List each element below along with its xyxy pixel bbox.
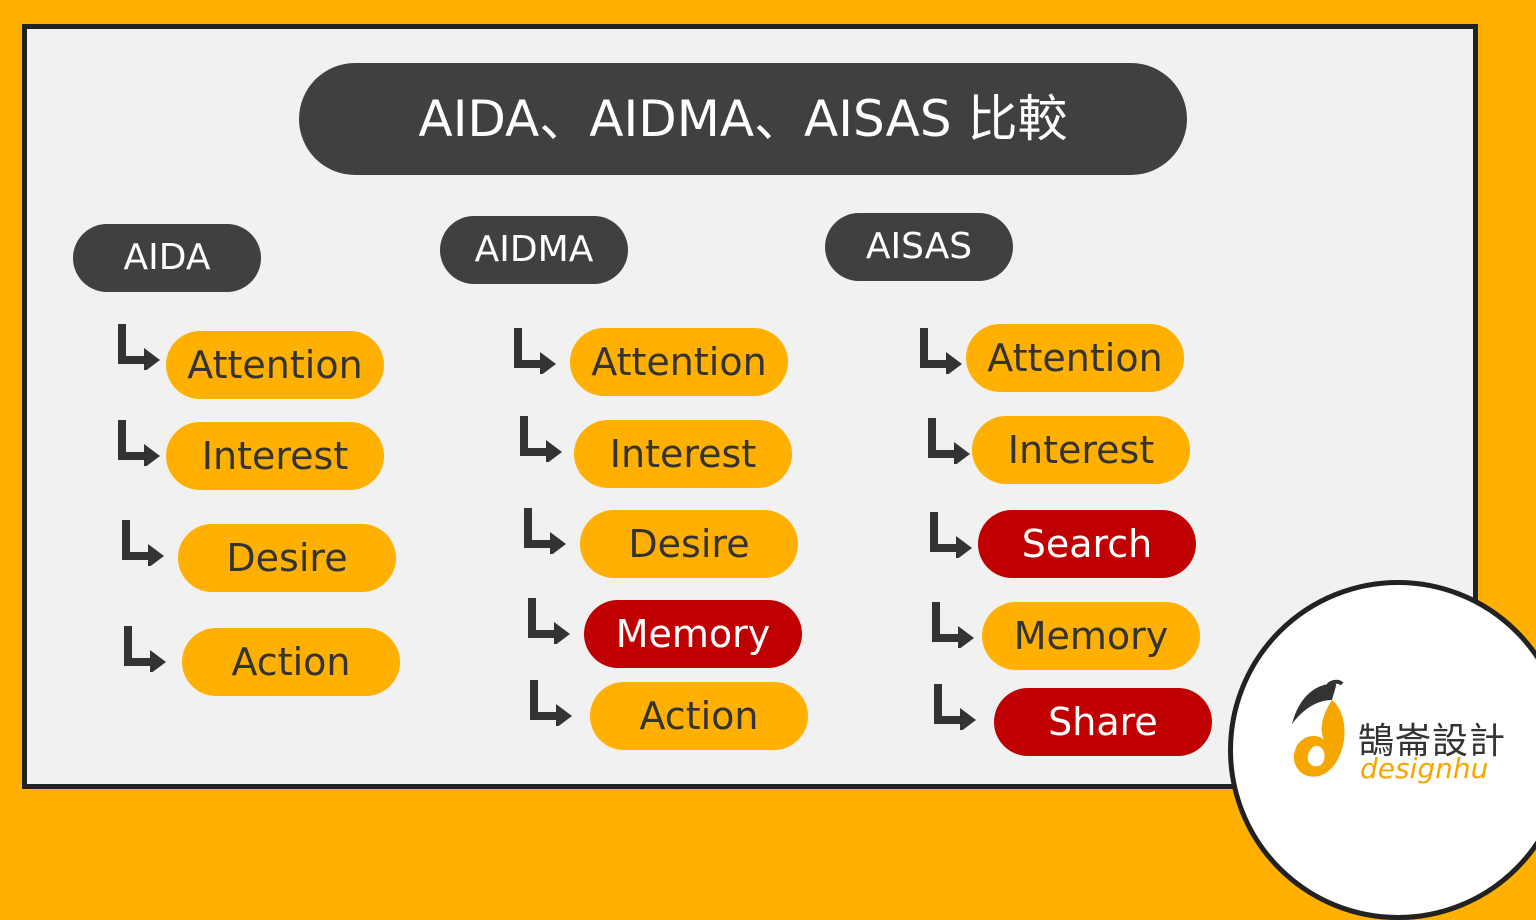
turn-right-arrow-icon — [520, 416, 562, 462]
turn-right-arrow-icon — [118, 420, 160, 466]
column-header-aisas: AISAS — [825, 213, 1013, 281]
turn-right-arrow-icon — [920, 328, 962, 374]
turn-right-arrow-icon — [524, 508, 566, 554]
step-pill: Attention — [166, 331, 384, 399]
turn-right-arrow-icon — [530, 680, 572, 726]
step-pill: Attention — [966, 324, 1184, 392]
step-pill: Desire — [178, 524, 396, 592]
turn-right-arrow-icon — [934, 684, 976, 730]
step-pill: Interest — [166, 422, 384, 490]
step-pill: Share — [994, 688, 1212, 756]
step-pill: Action — [590, 682, 808, 750]
step-pill: Interest — [972, 416, 1190, 484]
step-pill: Desire — [580, 510, 798, 578]
turn-right-arrow-icon — [930, 512, 972, 558]
step-pill: Attention — [570, 328, 788, 396]
turn-right-arrow-icon — [122, 520, 164, 566]
step-pill: Search — [978, 510, 1196, 578]
column-header-aidma: AIDMA — [440, 216, 628, 284]
turn-right-arrow-icon — [514, 328, 556, 374]
step-pill: Memory — [584, 600, 802, 668]
turn-right-arrow-icon — [528, 598, 570, 644]
column-header-aida: AIDA — [73, 224, 261, 292]
diagram-title: AIDA、AIDMA、AISAS 比較 — [299, 63, 1187, 175]
step-pill: Action — [182, 628, 400, 696]
step-pill: Memory — [982, 602, 1200, 670]
turn-right-arrow-icon — [118, 324, 160, 370]
step-pill: Interest — [574, 420, 792, 488]
pelican-logo-icon — [1292, 679, 1345, 777]
turn-right-arrow-icon — [928, 418, 970, 464]
turn-right-arrow-icon — [124, 626, 166, 672]
logo-name-chinese: 鵠崙設計 — [1358, 721, 1507, 762]
turn-right-arrow-icon — [932, 602, 974, 648]
logo-name-english: designhu — [1360, 752, 1489, 785]
